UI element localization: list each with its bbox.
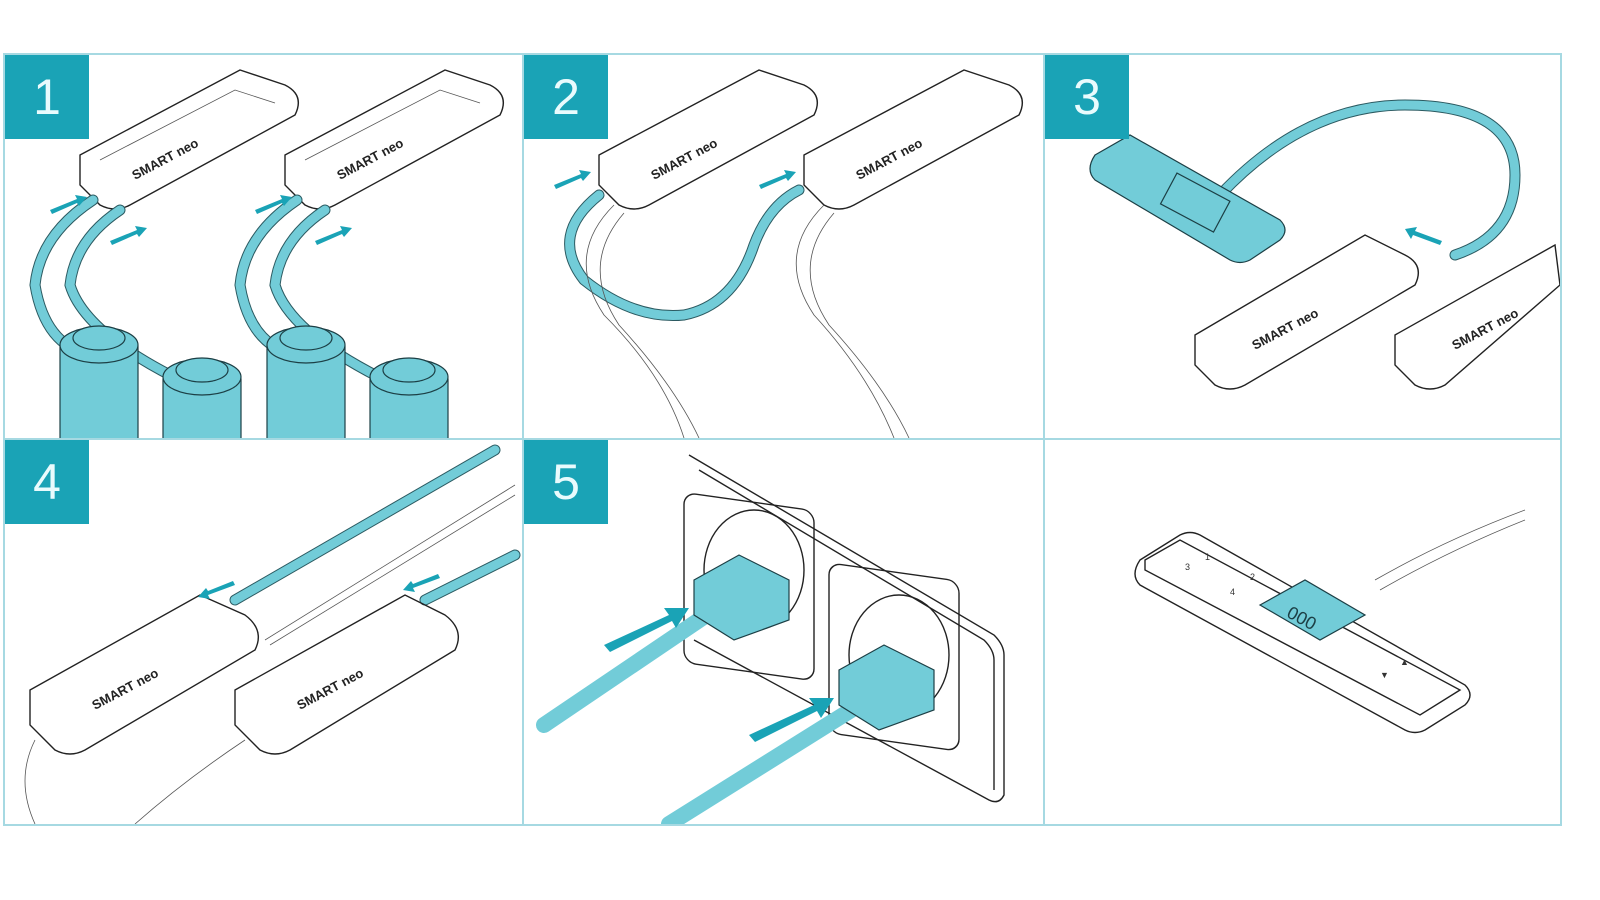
step-panel-2: SMART neo SMART neo 2	[524, 55, 1043, 438]
step-panel-4: SMART neo SMART neo 4	[5, 440, 522, 824]
step-number-badge: 3	[1045, 55, 1129, 139]
control-box: SMART neo	[234, 594, 459, 755]
step-1-illustration: SMART neo SMART neo	[29, 69, 504, 438]
handset: 000 1 2 3 4 ▲ ▼	[1134, 531, 1471, 734]
svg-text:SMART neo: SMART neo	[89, 665, 160, 713]
arrow-icon	[198, 581, 235, 599]
control-box: SMART neo	[1394, 243, 1560, 390]
step-5-illustration	[536, 454, 1005, 824]
arrow-icon	[315, 226, 352, 245]
step-2-illustration: SMART neo SMART neo	[554, 69, 1023, 438]
key-label: 2	[1250, 572, 1255, 582]
control-box: SMART neo	[803, 69, 1023, 210]
step-panel-5: 5	[524, 440, 1043, 824]
power-plug	[838, 644, 935, 731]
arrow-icon	[110, 226, 147, 245]
key-label: 4	[1230, 587, 1235, 597]
control-box: SMART neo	[284, 69, 504, 210]
key-label: 3	[1185, 562, 1190, 572]
motor-icon	[162, 357, 242, 438]
arrow-icon	[255, 195, 292, 214]
wall-socket-frame	[683, 454, 1005, 803]
step-number-badge: 1	[5, 55, 89, 139]
power-plug	[693, 554, 790, 641]
svg-text:SMART neo: SMART neo	[294, 665, 365, 713]
arrow-icon	[403, 574, 440, 592]
step-panel-3: SMART neo SMART neo 3	[1045, 55, 1560, 438]
arrow-icon	[1405, 227, 1442, 245]
control-box: SMART neo	[29, 594, 259, 755]
step-6-illustration: 000 1 2 3 4 ▲ ▼	[1134, 509, 1526, 734]
svg-text:SMART neo: SMART neo	[334, 135, 405, 183]
step-4-illustration: SMART neo SMART neo	[24, 444, 521, 824]
svg-text:SMART neo: SMART neo	[129, 135, 200, 183]
step-number-badge: 2	[524, 55, 608, 139]
step-number-badge: 4	[5, 440, 89, 524]
control-box: SMART neo	[79, 69, 299, 210]
svg-text:SMART neo: SMART neo	[648, 135, 719, 183]
motor-icon	[59, 325, 139, 438]
motor-icon	[369, 357, 449, 438]
arrow-icon	[759, 170, 796, 189]
svg-text:SMART neo: SMART neo	[853, 135, 924, 183]
divider	[3, 438, 1562, 440]
down-arrow-icon: ▼	[1380, 670, 1389, 680]
step-panel-1: SMART neo SMART neo 1	[5, 55, 522, 438]
motor-icon	[266, 325, 346, 438]
arrow-icon	[604, 608, 689, 652]
step-panel-6: 000 1 2 3 4 ▲ ▼	[1045, 440, 1560, 824]
step-3-illustration: SMART neo SMART neo	[1089, 99, 1560, 390]
svg-text:SMART neo: SMART neo	[1249, 305, 1320, 353]
control-box: SMART neo	[598, 69, 818, 210]
arrow-icon	[50, 195, 87, 214]
arrow-icon	[554, 170, 591, 189]
step-number-badge: 5	[524, 440, 608, 524]
arrow-icon	[749, 698, 834, 742]
handset	[1089, 134, 1286, 264]
up-arrow-icon: ▲	[1400, 657, 1409, 667]
key-label: 1	[1205, 552, 1210, 562]
handset-display	[1258, 579, 1367, 641]
